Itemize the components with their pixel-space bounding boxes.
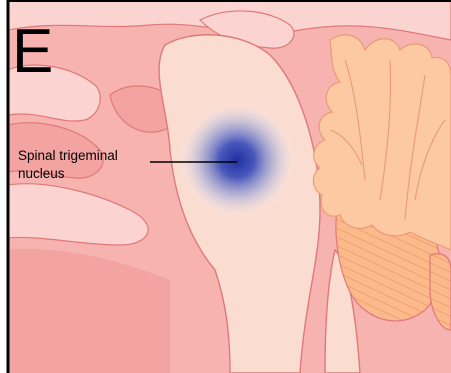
structure-label-line2: nucleus (18, 166, 65, 181)
structure-label-line1: Spinal trigeminal (18, 148, 118, 163)
panel-letter: E (12, 17, 53, 86)
spinal-trigeminal-nucleus (179, 102, 295, 218)
